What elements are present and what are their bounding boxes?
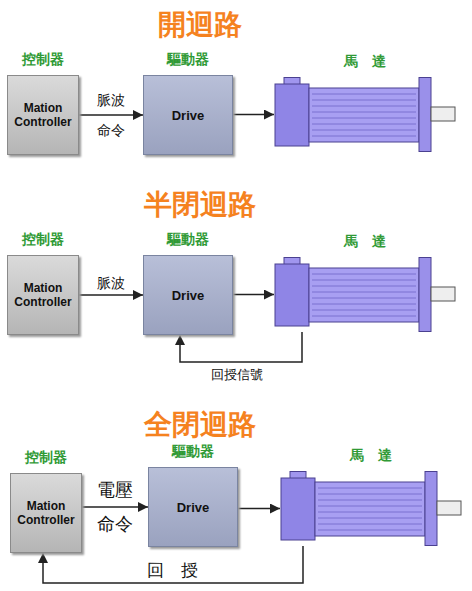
component-label: 控制器 [25, 448, 67, 466]
cooling-fin [312, 130, 416, 131]
signal-label: 回授信號 [211, 367, 263, 383]
motor-rear [275, 264, 309, 326]
controller-node: 控制器 Mation Controller [7, 50, 79, 155]
signal-arrow [238, 508, 280, 510]
controller-shape: Mation Controller [7, 255, 79, 335]
component-label: 控制器 [22, 50, 64, 68]
cooling-fin [312, 124, 416, 125]
cooling-fin [312, 316, 416, 317]
drive-node: 驅動器 Drive [148, 442, 238, 547]
motor-rear [275, 84, 309, 146]
signal-label: 回 授 [147, 560, 198, 580]
drive-node: 驅動器 Drive [143, 230, 233, 335]
signal-label: 電壓 命令 [94, 473, 135, 541]
cooling-fin [312, 310, 416, 311]
controller-shape: Mation Controller [7, 75, 79, 155]
cooling-fin [312, 286, 416, 287]
cooling-fin [312, 112, 416, 113]
component-label: 控制器 [22, 230, 64, 248]
component-label: 驅動器 [172, 442, 214, 460]
drive-shape: Drive [148, 467, 238, 547]
controller-name: Mation Controller [12, 101, 74, 129]
motor-flange [419, 78, 431, 152]
drive-name: Drive [177, 500, 210, 515]
component-label: 馬 達 [344, 52, 386, 70]
component-label: 馬 達 [350, 446, 392, 464]
drive-node: 驅動器 Drive [143, 50, 233, 155]
section-title: 全閉迴路 [144, 408, 256, 442]
controller-name: Mation Controller [15, 499, 77, 527]
cooling-fin [312, 280, 416, 281]
motor-shape [274, 77, 456, 152]
motor-node: 馬 達 [280, 446, 462, 546]
cooling-fin [318, 524, 422, 525]
motor-flange [425, 472, 437, 546]
motor-shaft [431, 107, 455, 121]
cooling-fin [312, 292, 416, 293]
cooling-fin [312, 94, 416, 95]
component-label: 驅動器 [167, 230, 209, 248]
cooling-fin [318, 488, 422, 489]
controller-node: 控制器 Mation Controller [10, 448, 82, 553]
motor-body [315, 482, 425, 536]
motor-shaft [431, 287, 455, 301]
controller-node: 控制器 Mation Controller [7, 230, 79, 335]
motor-body [309, 268, 419, 322]
controller-shape: Mation Controller [10, 473, 82, 553]
motor-rear [281, 478, 315, 540]
cooling-fin [318, 494, 422, 495]
cooling-fin [312, 298, 416, 299]
cooling-fin [312, 106, 416, 107]
signal-label: 脈波 命令 [95, 85, 127, 145]
motor-body [309, 88, 419, 142]
signal-arrow [233, 294, 274, 296]
cooling-fin [318, 506, 422, 507]
component-label: 驅動器 [167, 50, 209, 68]
motor-illustration [280, 471, 462, 546]
drive-shape: Drive [143, 255, 233, 335]
cooling-fin [312, 136, 416, 137]
cooling-fin [318, 500, 422, 501]
section-title: 開迴路 [158, 8, 242, 42]
cooling-fin [312, 100, 416, 101]
signal-arrow [180, 332, 302, 362]
signal-arrow [43, 546, 303, 583]
signal-arrow [233, 114, 274, 116]
controller-name: Mation Controller [12, 281, 74, 309]
drive-shape: Drive [143, 75, 233, 155]
signal-arrow [82, 506, 148, 508]
motor-shape [280, 471, 462, 546]
cooling-fin [312, 304, 416, 305]
motor-illustration [274, 77, 456, 152]
motor-shape [274, 257, 456, 332]
cooling-fin [318, 512, 422, 513]
drive-name: Drive [172, 288, 205, 303]
cooling-fin [318, 530, 422, 531]
cooling-fin [318, 518, 422, 519]
drive-name: Drive [172, 108, 205, 123]
motor-flange [419, 258, 431, 332]
motor-shaft [437, 501, 461, 515]
signal-label: 脈波 [97, 275, 125, 292]
signal-arrow [79, 114, 143, 116]
component-label: 馬 達 [344, 232, 386, 250]
signal-arrow [79, 294, 143, 296]
cooling-fin [312, 118, 416, 119]
motor-illustration [274, 257, 456, 332]
motor-node: 馬 達 [274, 52, 456, 152]
section-title: 半閉迴路 [144, 188, 256, 222]
motor-node: 馬 達 [274, 232, 456, 332]
cooling-fin [312, 274, 416, 275]
